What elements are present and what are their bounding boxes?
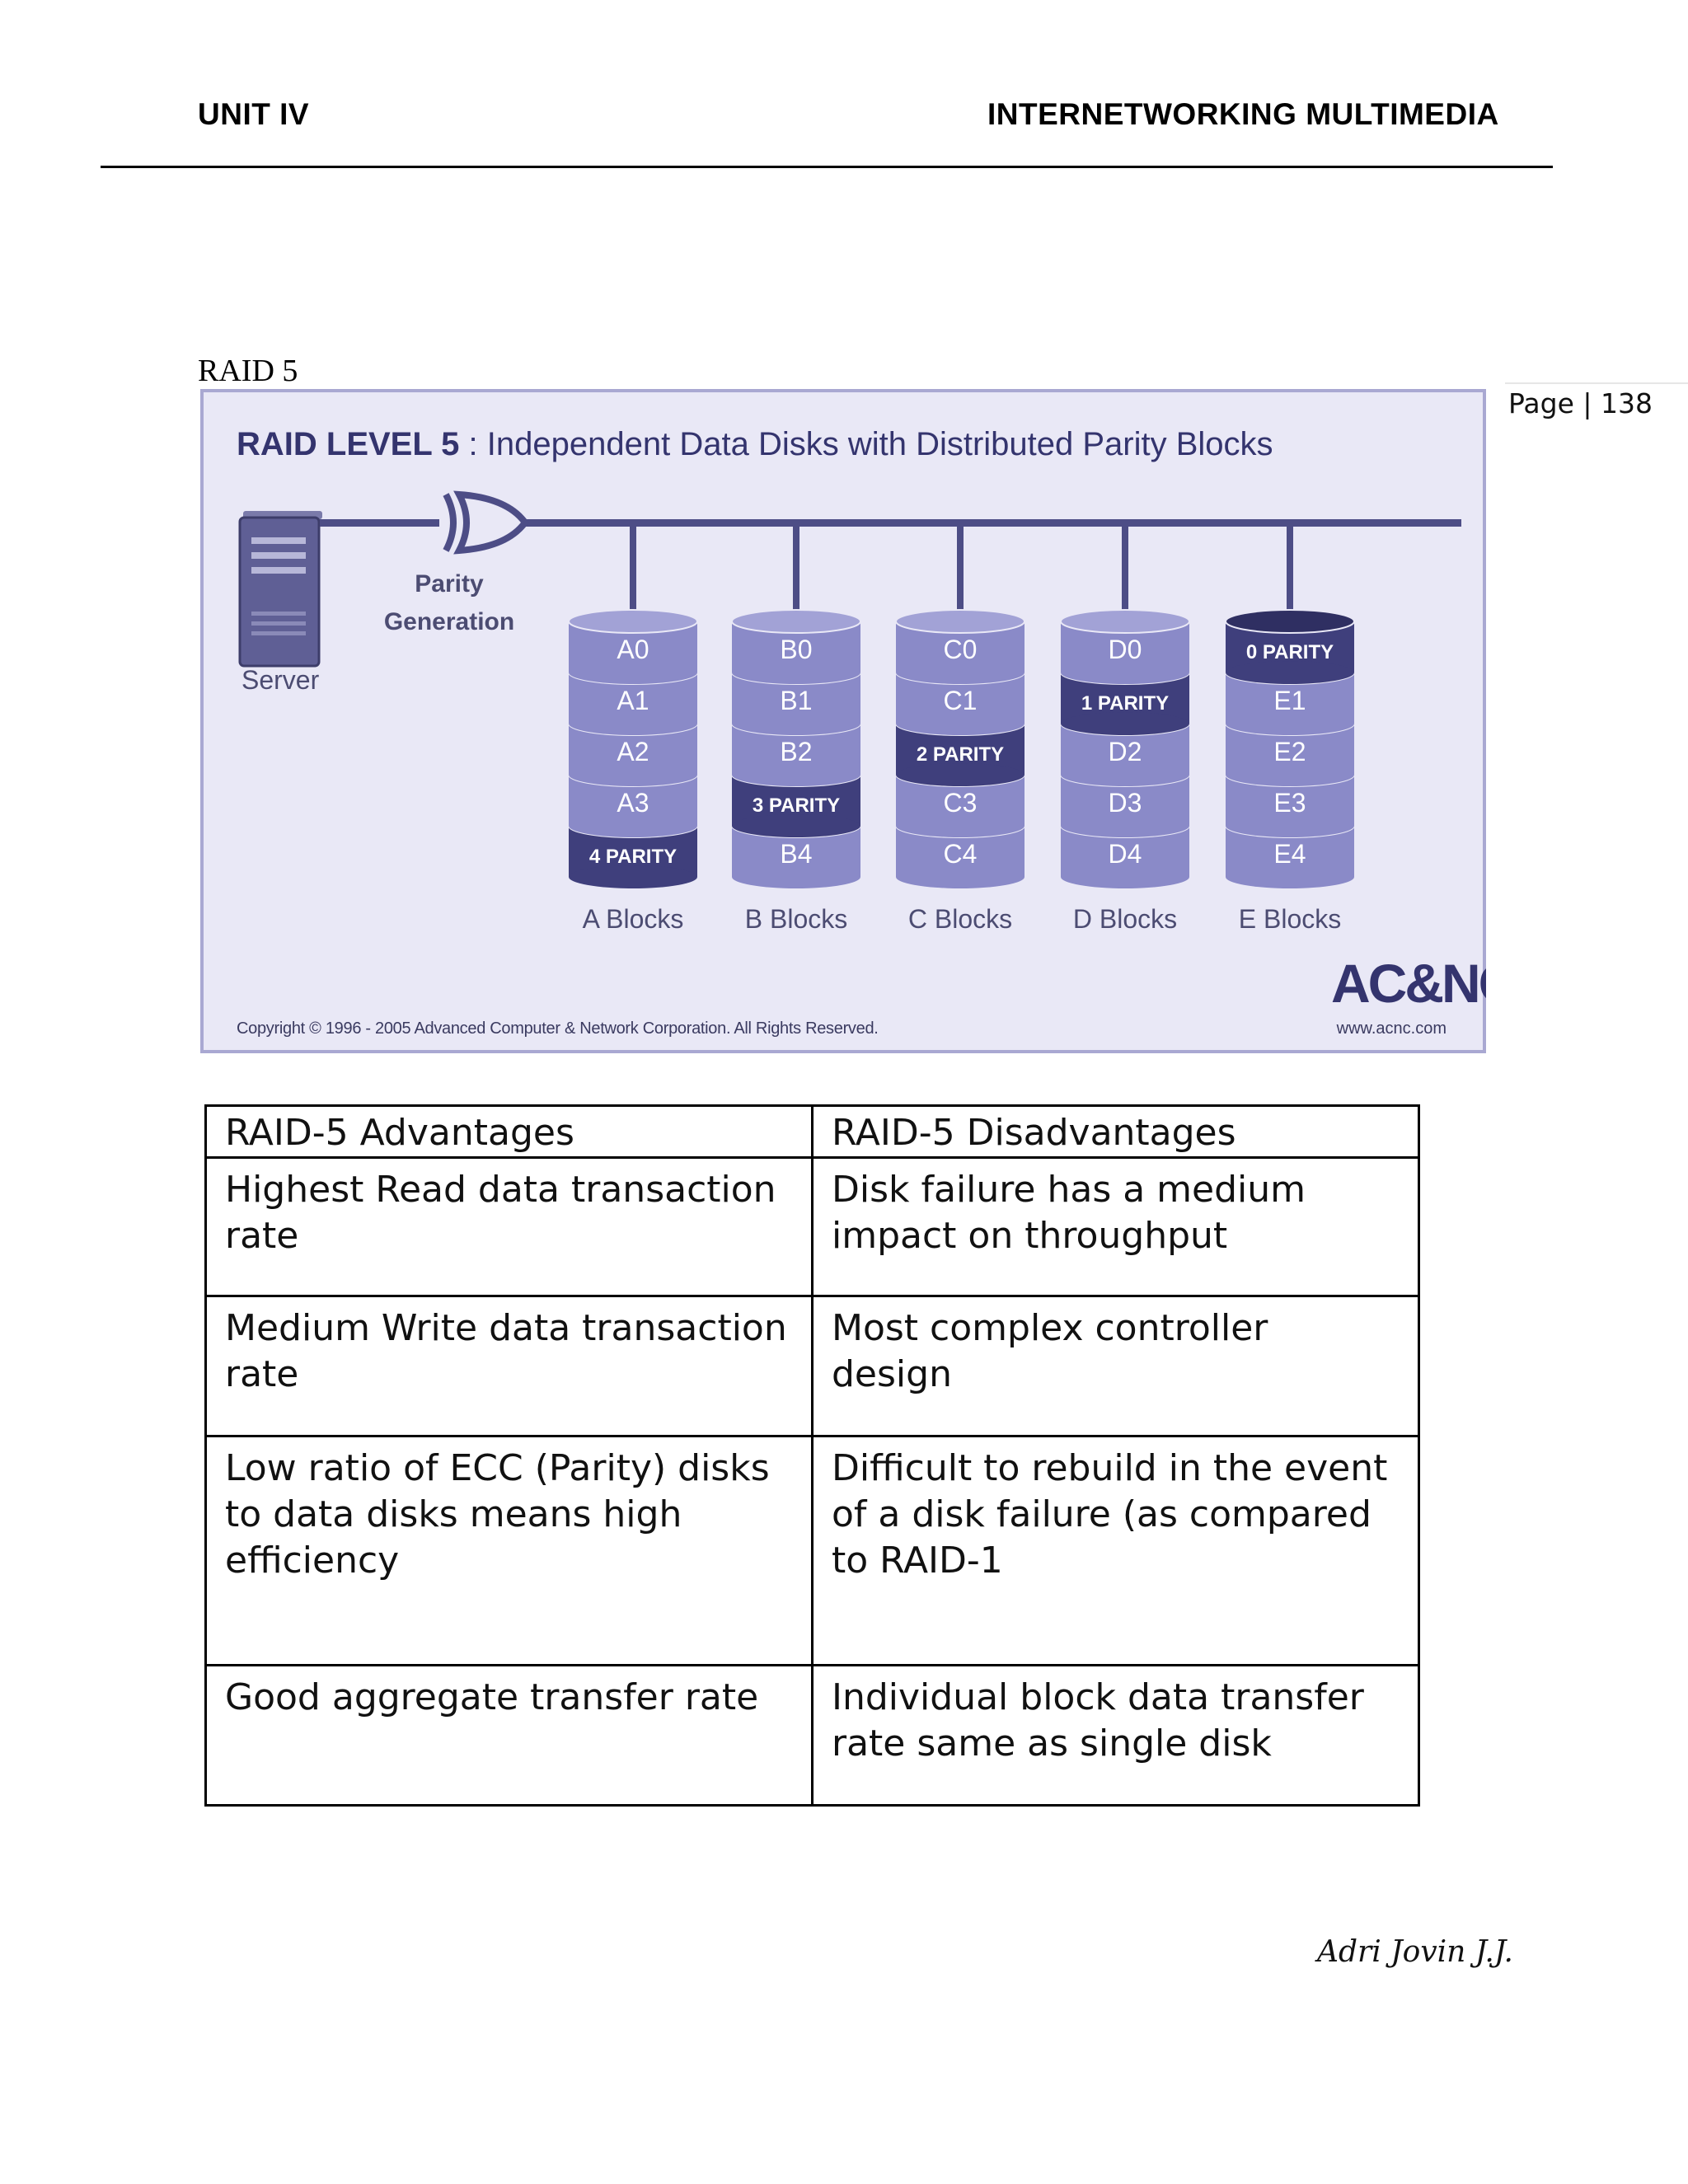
- block-label: C4: [944, 839, 978, 869]
- block-label: B4: [780, 839, 812, 869]
- disk-stack: C4 C3 2 PARITY C1 C0 C Blocks: [895, 521, 1025, 934]
- block-label: B0: [780, 635, 812, 664]
- disk-label: B Blocks: [745, 904, 847, 934]
- data-block: C0: [895, 609, 1025, 684]
- disk-label: A Blocks: [583, 904, 684, 934]
- advantages-table: RAID-5 Advantages RAID-5 Disadvantages H…: [204, 1104, 1420, 1807]
- page-number: Page | 138: [1508, 387, 1653, 419]
- parity-generation-label-line1: Parity: [415, 570, 484, 598]
- block-label: E1: [1273, 686, 1306, 715]
- server-label: Server: [241, 665, 320, 695]
- block-label: E2: [1273, 737, 1306, 766]
- block-label: C0: [944, 635, 978, 664]
- raid5-diagram: RAID LEVEL 5 : Independent Data Disks wi…: [200, 389, 1486, 1053]
- block-label: A0: [617, 635, 649, 664]
- disk-stack: 4 PARITY A3 A2 A1 A0 A Blocks: [568, 521, 698, 934]
- data-block: A0: [568, 609, 698, 684]
- block-label: 3 PARITY: [753, 794, 840, 817]
- header-divider: [101, 166, 1553, 168]
- block-label: 0 PARITY: [1246, 641, 1334, 663]
- disk-array: 4 PARITY A3 A2 A1 A0 A Blocks B4 3 PARITY B2 B1 B0…: [568, 521, 1355, 934]
- acnc-url: www.acnc.com: [1336, 1019, 1447, 1038]
- disk-stack: B4 3 PARITY B2 B1 B0 B Blocks: [731, 521, 861, 934]
- parity-block: 0 PARITY: [1225, 609, 1355, 684]
- disk-stack: E4 E3 E2 E1 0 PARITY E Blocks: [1225, 521, 1355, 934]
- page-number-divider: [1505, 382, 1688, 384]
- parity-generation-gate-icon: [443, 490, 529, 555]
- block-label: E4: [1273, 839, 1306, 869]
- server-cable: [320, 519, 439, 527]
- advantage-cell: Medium Write data transaction rate: [204, 1295, 814, 1437]
- block-label: C3: [944, 788, 978, 818]
- acnc-logo: AC&NC: [1331, 953, 1486, 1014]
- bus-connector: [1287, 521, 1293, 625]
- disadvantage-cell: Difficult to rebuild in the event of a d…: [811, 1435, 1420, 1666]
- bus-connector: [957, 521, 964, 625]
- disadvantage-cell: Most complex controller design: [811, 1295, 1420, 1437]
- disk-stack: D4 D3 D2 1 PARITY D0 D Blocks: [1060, 521, 1190, 934]
- block-label: A3: [617, 788, 649, 818]
- table-header-advantages: RAID-5 Advantages: [204, 1104, 814, 1159]
- server-icon: [238, 511, 322, 668]
- block-label: B1: [780, 686, 812, 715]
- data-block: B0: [731, 609, 861, 684]
- diagram-title-bold: RAID LEVEL 5: [237, 426, 459, 462]
- block-label: D2: [1109, 737, 1142, 766]
- table-row: Good aggregate transfer rate Individual …: [204, 1664, 1420, 1807]
- table-row: Medium Write data transaction rate Most …: [204, 1295, 1420, 1437]
- block-label: A2: [617, 737, 649, 766]
- table-header-row: RAID-5 Advantages RAID-5 Disadvantages: [204, 1104, 1420, 1159]
- author-signature: Adri Jovin J.J.: [1317, 1935, 1513, 1969]
- bus-connector: [630, 521, 636, 625]
- table-row: Low ratio of ECC (Parity) disks to data …: [204, 1435, 1420, 1666]
- section-label: RAID 5: [198, 354, 298, 388]
- bus-connector: [1122, 521, 1128, 625]
- diagram-title: RAID LEVEL 5 : Independent Data Disks wi…: [237, 426, 1273, 462]
- block-label: D0: [1109, 635, 1142, 664]
- bus-line: [481, 519, 1461, 527]
- disk-label: C Blocks: [908, 904, 1012, 934]
- bus-connector: [793, 521, 799, 625]
- table-header-disadvantages: RAID-5 Disadvantages: [811, 1104, 1420, 1159]
- block-label: 1 PARITY: [1081, 692, 1169, 715]
- advantage-cell: Low ratio of ECC (Parity) disks to data …: [204, 1435, 814, 1666]
- raid5-diagram-svg: RAID LEVEL 5 : Independent Data Disks wi…: [200, 389, 1486, 1053]
- disk-label: D Blocks: [1073, 904, 1177, 934]
- header-unit: UNIT IV: [198, 97, 310, 131]
- header-course-title: INTERNETWORKING MULTIMEDIA: [987, 97, 1499, 131]
- block-label: D3: [1109, 788, 1142, 818]
- table-row: Highest Read data transaction rate Disk …: [204, 1156, 1420, 1297]
- block-label: C1: [944, 686, 978, 715]
- diagram-title-rest: : Independent Data Disks with Distribute…: [459, 426, 1273, 462]
- disadvantage-cell: Individual block data transfer rate same…: [811, 1664, 1420, 1807]
- block-label: D4: [1109, 839, 1142, 869]
- copyright-notice: Copyright © 1996 - 2005 Advanced Compute…: [237, 1019, 879, 1038]
- advantage-cell: Good aggregate transfer rate: [204, 1664, 814, 1807]
- disk-label: E Blocks: [1239, 904, 1341, 934]
- block-label: 2 PARITY: [917, 743, 1004, 766]
- block-label: B2: [780, 737, 812, 766]
- block-label: 4 PARITY: [589, 846, 677, 868]
- advantage-cell: Highest Read data transaction rate: [204, 1156, 814, 1297]
- data-block: D0: [1060, 609, 1190, 684]
- parity-generation-label-line2: Generation: [384, 608, 514, 635]
- block-label: E3: [1273, 788, 1306, 818]
- disadvantage-cell: Disk failure has a medium impact on thro…: [811, 1156, 1420, 1297]
- block-label: A1: [617, 686, 649, 715]
